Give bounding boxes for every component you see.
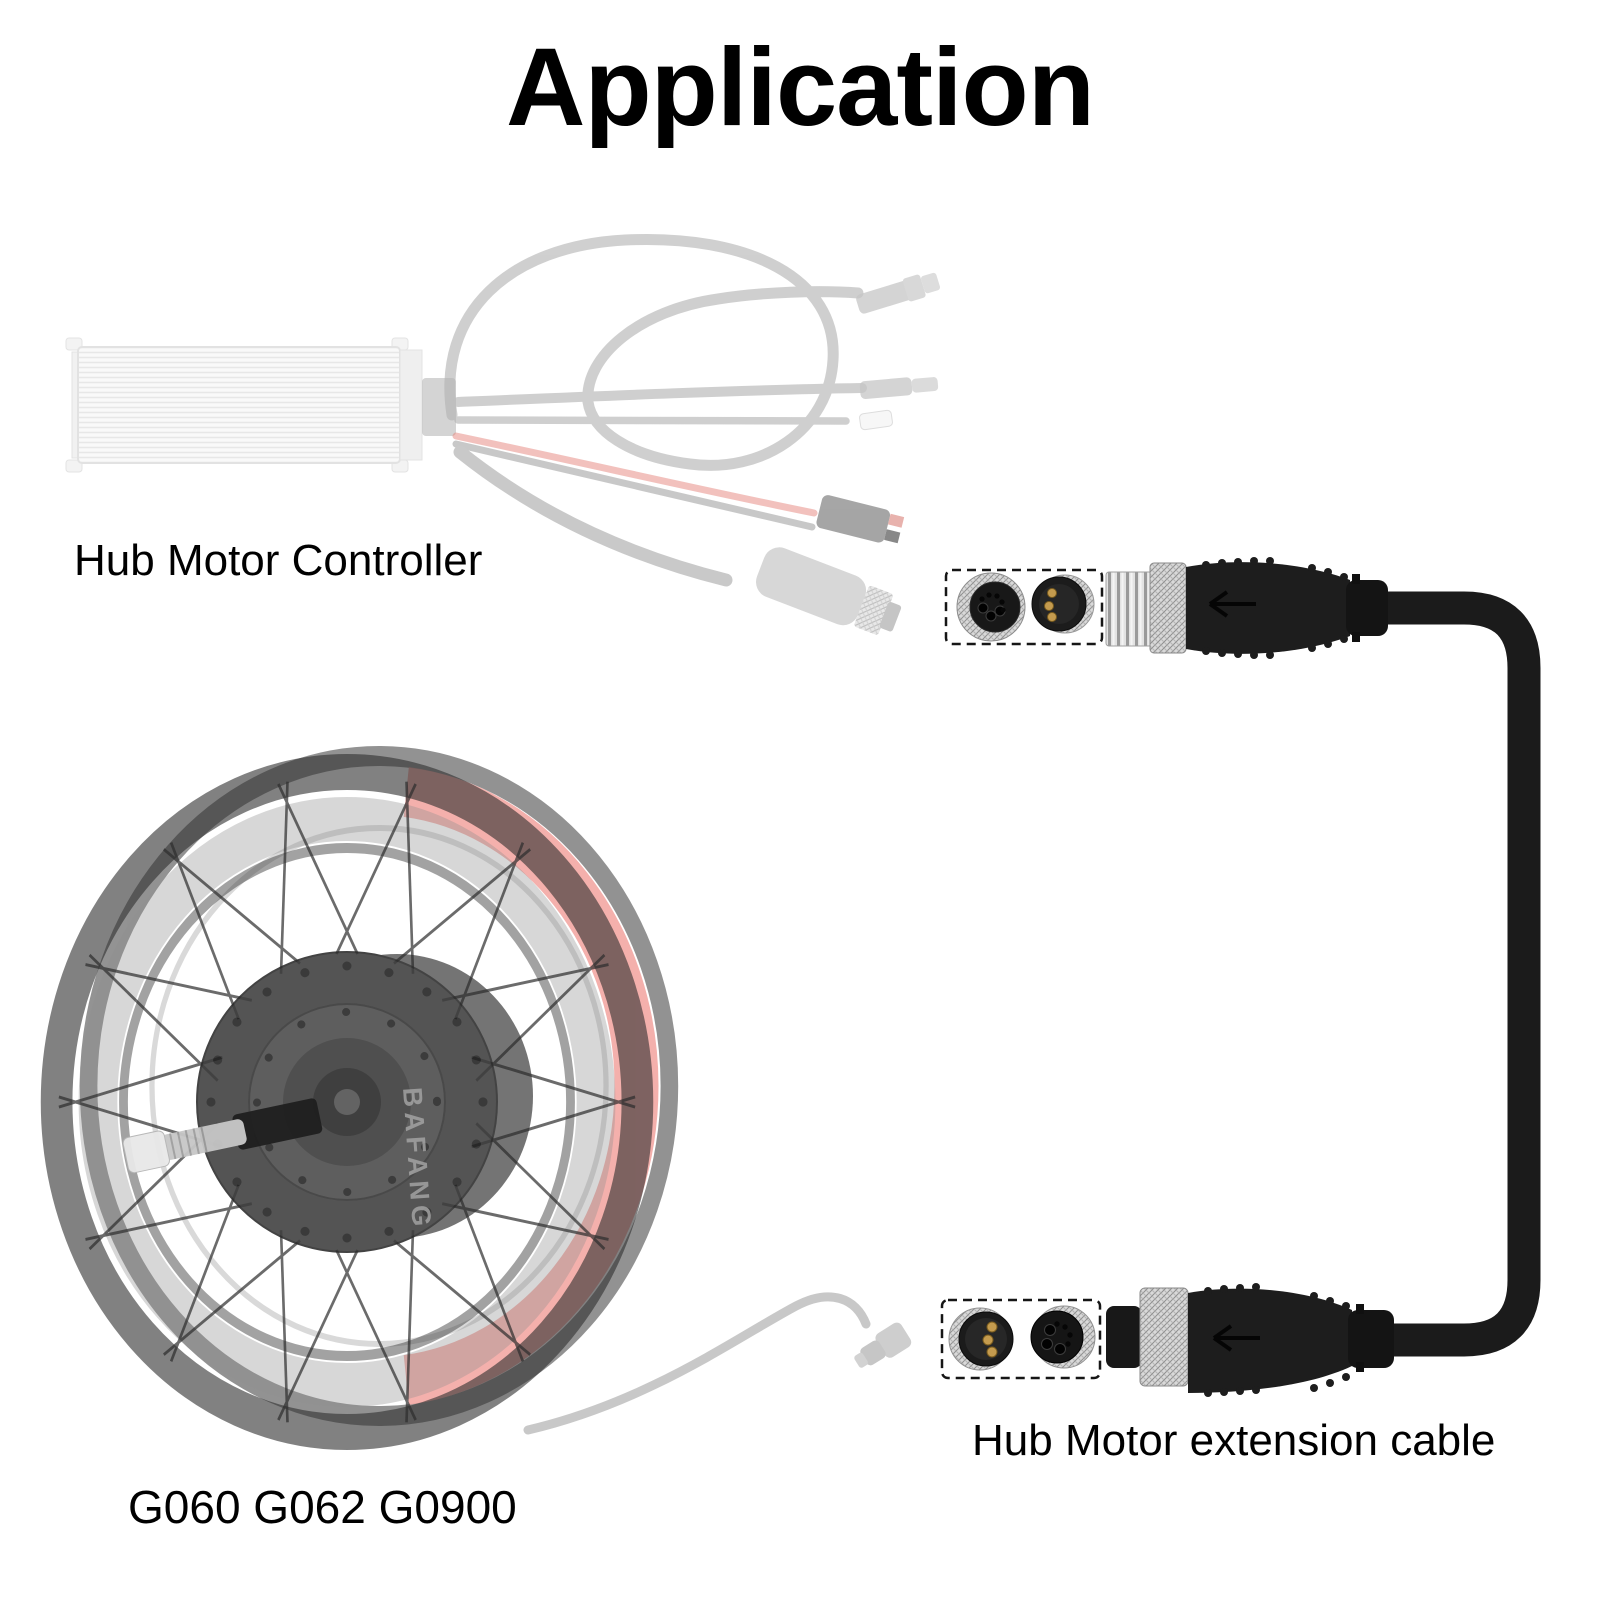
connector-housing [1188, 1288, 1352, 1393]
controller-cables [444, 233, 867, 587]
mount-tab [65, 459, 83, 473]
signal-holes [1054, 1321, 1073, 1347]
controller-motor-plug [756, 547, 902, 635]
housing-ribs [1204, 1283, 1350, 1397]
connector-housing [1186, 562, 1350, 654]
mount-tab [65, 337, 83, 351]
battery-connector [816, 495, 905, 544]
axle-nut [122, 1130, 170, 1174]
wheel-tire [40, 754, 654, 1450]
hub-motor-controller [65, 337, 456, 473]
extension-cable-label: Hub Motor extension cable [972, 1416, 1496, 1465]
pin-holes [1041, 1324, 1066, 1355]
connector-pins [982, 1321, 998, 1358]
male-connector-face [948, 1307, 1014, 1371]
female-connector-face [956, 572, 1026, 642]
battery-wire-red [452, 432, 818, 517]
cable-loop [444, 233, 864, 471]
extension-cable-connector-bottom [1106, 1283, 1394, 1397]
connector-detail-box-top [944, 568, 1104, 646]
direction-arrow-icon [1212, 1324, 1260, 1352]
hub-bolt-ring [206, 961, 488, 1243]
cable-boot [1346, 580, 1388, 636]
brake-connector [859, 409, 893, 431]
wheel-cable-connector [854, 1322, 912, 1368]
connector-pins [1044, 588, 1057, 622]
hub-motor: BAFANG [196, 951, 533, 1253]
connector-detail-box-bottom [940, 1298, 1102, 1380]
connector-threads [1105, 571, 1153, 647]
wheel-motor-cable [523, 1292, 871, 1435]
wheel-models-label: G060 G062 G0900 [128, 1481, 517, 1533]
hub-inner-bolt-ring [253, 1008, 441, 1196]
male-connector-face [1031, 574, 1095, 634]
wheel-axle [122, 1098, 323, 1174]
display-connector [856, 272, 941, 314]
motor-phase-cable [453, 445, 733, 587]
direction-arrow-icon [1208, 590, 1256, 618]
cable-boot [1348, 1310, 1394, 1368]
extension-cable-connector-top [1105, 557, 1388, 659]
connector-knurl-nut [1149, 562, 1187, 654]
controller-label: Hub Motor Controller [74, 536, 483, 585]
connector-knurl-nut [1139, 1287, 1189, 1387]
signal-holes [979, 592, 1006, 613]
housing-ribs [1202, 557, 1348, 659]
throttle-connector [859, 377, 939, 400]
controller-body [77, 346, 401, 464]
hub-motor-wheel: BAFANG [40, 746, 679, 1450]
female-connector-face [1030, 1305, 1096, 1369]
page-title: Application [506, 26, 1095, 149]
extension-cable-wire [1384, 591, 1541, 1357]
plug-tip [1106, 1306, 1142, 1368]
